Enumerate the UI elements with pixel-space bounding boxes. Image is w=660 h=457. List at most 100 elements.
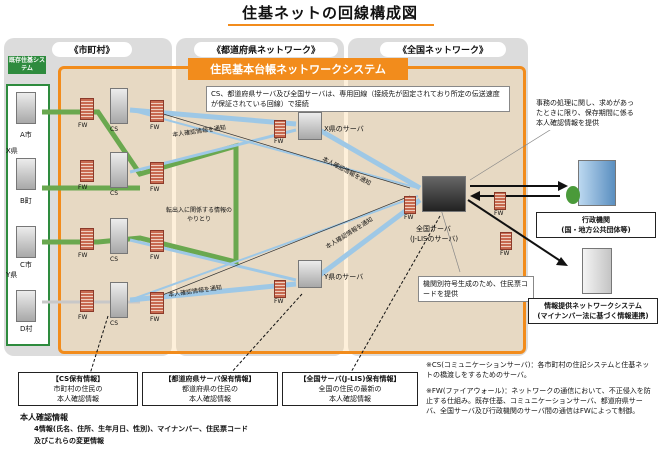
- firewall-label: FW: [78, 314, 88, 321]
- link-cs-a-nat: [129, 109, 419, 189]
- prefectural-header: 《都道府県ネットワーク》: [194, 42, 338, 57]
- holding-title: 【全国サーバ(J-LIS)保有情報】: [299, 375, 401, 383]
- holding-line: 市町村の住民の: [53, 385, 103, 393]
- firewall-icon: [150, 230, 164, 252]
- firewall-icon: [80, 228, 94, 250]
- cs-label: CS: [110, 256, 118, 263]
- holding-line: 本人確認情報: [329, 395, 371, 403]
- title-underline: [228, 24, 434, 26]
- transfer-label: 転出入に関係する情報のやりとり: [166, 207, 233, 223]
- y-pref-server: [298, 260, 322, 288]
- admin-provision-note: 事務の処理に関し、求めがあったときに限り、保存期間に係る本人確認情報を提供: [532, 96, 644, 130]
- leader-nat: [349, 215, 441, 375]
- municipality-label-c: C市: [20, 261, 32, 269]
- national-header: 《全国ネットワーク》: [380, 42, 506, 57]
- existing-server-b: [16, 158, 36, 190]
- link-x-nat: [314, 125, 422, 191]
- existing-server-d: [16, 290, 36, 322]
- firewall-label: FW: [500, 250, 510, 257]
- y-pref-server-label: Y県のサーバ: [324, 273, 364, 281]
- dedicated-line-note: CS、都道府県サーバ及び全国サーバは、専用回線（接続先が固定されており所定の伝送…: [206, 86, 510, 112]
- footnote-fw: ※FW(ファイアウォール)：ネットワークの通信において、不正侵入を防止する仕組み…: [426, 387, 651, 415]
- leader-admin-note: [469, 119, 567, 181]
- firewall-icon: [150, 292, 164, 314]
- leader-code-note: [439, 205, 461, 273]
- municipality-label-d: D村: [20, 325, 33, 333]
- firewall-label: FW: [150, 124, 160, 131]
- firewall-icon: [494, 192, 506, 210]
- identity-info-line2: 及びこれらの変更情報: [34, 437, 104, 445]
- existing-server-a: [16, 92, 36, 124]
- holding-line: 本人確認情報: [189, 395, 231, 403]
- admin-agency-name: 行政機関: [582, 216, 610, 224]
- cs-server-b: [110, 152, 128, 188]
- firewall-icon: [274, 120, 286, 138]
- thin-line-2: [149, 195, 411, 301]
- firewall-label: FW: [150, 186, 160, 193]
- firewall-icon: [274, 280, 286, 298]
- link-cs-d-nat: [129, 195, 419, 301]
- municipality-label-a: A市: [20, 131, 32, 139]
- arrow-head-agency: [558, 181, 568, 191]
- firewall-label: FW: [494, 210, 504, 217]
- tree-icon: [566, 186, 580, 204]
- info-provision-server-icon: [582, 248, 612, 294]
- admin-agency-building-icon: [578, 160, 616, 206]
- holding-title: 【CS保有情報】: [51, 375, 105, 383]
- holding-title: 【都道府県サーバ保有情報】: [164, 375, 256, 383]
- admin-agency-sub: (国・地方公共団体等): [561, 226, 631, 234]
- footnote-cs: ※CS(コミュニケーションサーバ)：各市町村の住記システムと住基ネットの橋渡しを…: [426, 361, 650, 379]
- cs-label: CS: [110, 190, 118, 197]
- municipal-header: 《市町村》: [52, 42, 132, 57]
- firewall-icon: [150, 162, 164, 184]
- admin-agency-box: 行政機関 (国・地方公共団体等): [536, 212, 656, 238]
- firewall-icon: [150, 100, 164, 122]
- firewall-icon: [404, 196, 416, 214]
- holding-box-pref: 【都道府県サーバ保有情報】 都道府県の住民の 本人確認情報: [142, 372, 278, 406]
- firewall-label: FW: [274, 138, 284, 145]
- info-provision-sub: (マイナンバー法に基づく情報連携): [537, 312, 649, 320]
- firewall-label: FW: [78, 122, 88, 129]
- firewall-label: FW: [78, 252, 88, 259]
- national-server-label: 全国サーバ: [416, 225, 451, 233]
- firewall-label: FW: [78, 184, 88, 191]
- cs-server-d: [110, 282, 128, 318]
- holding-line: 都道府県の住民の: [182, 385, 238, 393]
- identity-info-heading: 本人確認情報: [20, 413, 68, 422]
- firewall-icon: [80, 98, 94, 120]
- info-provision-box: 情報提供ネットワークシステム (マイナンバー法に基づく情報連携): [528, 298, 658, 324]
- existing-system-label: 既存住基システム: [8, 56, 46, 74]
- identity-info-line1: 4情報(氏名、住所、生年月日、性別)、マイナンバー、住民票コード: [34, 425, 249, 433]
- leader-cs: [89, 315, 109, 375]
- firewall-label: FW: [274, 298, 284, 305]
- cs-label: CS: [110, 126, 118, 133]
- firewall-icon: [80, 290, 94, 312]
- transfer-path-upper: [42, 109, 239, 266]
- national-server: [422, 176, 466, 212]
- cs-server-a: [110, 88, 128, 124]
- holding-line: 本人確認情報: [57, 395, 99, 403]
- firewall-icon: [500, 232, 512, 250]
- code-provision-note: 機関別符号生成のため、住民票コードを提供: [418, 276, 534, 302]
- holding-line: 全国の住民の最新の: [318, 385, 382, 393]
- thin-line-1: [149, 109, 411, 189]
- x-pref-server-label: X県のサーバ: [324, 125, 364, 133]
- national-server-label: (J-LISのサーバ): [410, 235, 459, 243]
- link-y-nat: [314, 198, 422, 280]
- municipality-label-b: B町: [20, 197, 32, 205]
- holding-box-cs: 【CS保有情報】 市町村の住民の 本人確認情報: [18, 372, 138, 406]
- info-provision-name: 情報提供ネットワークシステム: [544, 302, 642, 310]
- system-banner: 住民基本台帳ネットワークシステム: [188, 58, 408, 80]
- arrow-to-info-system: [467, 199, 563, 263]
- firewall-label: FW: [150, 254, 160, 261]
- prefecture-label-x: X県: [6, 147, 18, 155]
- firewall-icon: [80, 160, 94, 182]
- x-pref-server: [298, 112, 322, 140]
- firewall-label: FW: [404, 214, 414, 221]
- page-title: 住基ネットの回線構成図: [241, 4, 418, 22]
- leader-pref: [229, 293, 303, 375]
- holding-box-national: 【全国サーバ(J-LIS)保有情報】 全国の住民の最新の 本人確認情報: [282, 372, 418, 406]
- firewall-label: FW: [150, 316, 160, 323]
- existing-server-c: [16, 226, 36, 258]
- prefecture-label-y: Y県: [6, 271, 18, 279]
